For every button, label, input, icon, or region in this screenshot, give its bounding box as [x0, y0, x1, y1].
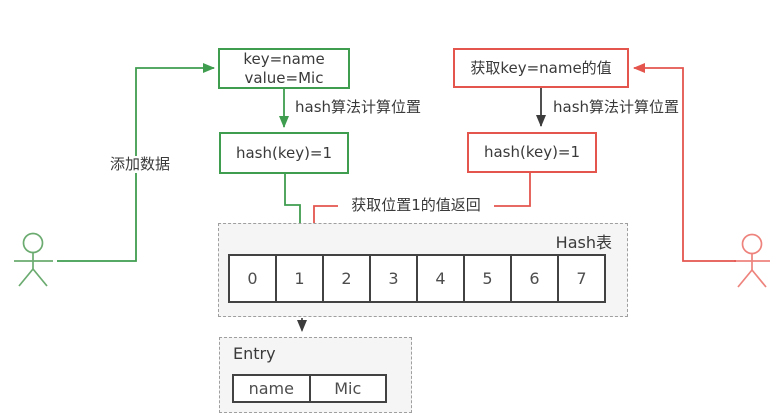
hash-cell-4: 4: [416, 254, 465, 303]
entry-key-cell: name: [232, 374, 311, 403]
hash-cell-2: 2: [322, 254, 371, 303]
hash-cell-3: 3: [369, 254, 418, 303]
hash-cell-5: 5: [463, 254, 512, 303]
hash-cell-0: 0: [228, 254, 277, 303]
put-input-key: key=name: [243, 49, 325, 68]
put-input-value: value=Mic: [244, 68, 324, 87]
get-hash-result-box: hash(key)=1: [467, 132, 597, 173]
get-connector-arrow: [633, 63, 736, 262]
entry-table: name Mic: [232, 374, 387, 403]
entry-value-cell: Mic: [308, 374, 387, 403]
put-input-box: key=name value=Mic: [218, 48, 350, 89]
add-data-label: 添加数据: [98, 156, 182, 173]
put-hash-result-box: hash(key)=1: [219, 132, 349, 174]
put-hash-step-label: hash算法计算位置: [295, 98, 422, 116]
return-value-label: 获取位置1的值返回: [338, 197, 494, 214]
get-hash-step-label: hash算法计算位置: [553, 98, 680, 116]
hash-cell-1: 1: [275, 254, 324, 303]
get-request-box: 获取key=name的值: [453, 48, 629, 88]
hash-table-cells: 0 1 2 3 4 5 6 7: [228, 254, 606, 303]
hash-cell-6: 6: [510, 254, 559, 303]
hash-table-title: Hash表: [555, 233, 612, 252]
get-user-person-icon: [734, 233, 770, 288]
entry-title: Entry: [233, 344, 276, 363]
put-user-person-icon: [14, 232, 53, 287]
hash-cell-7: 7: [557, 254, 606, 303]
